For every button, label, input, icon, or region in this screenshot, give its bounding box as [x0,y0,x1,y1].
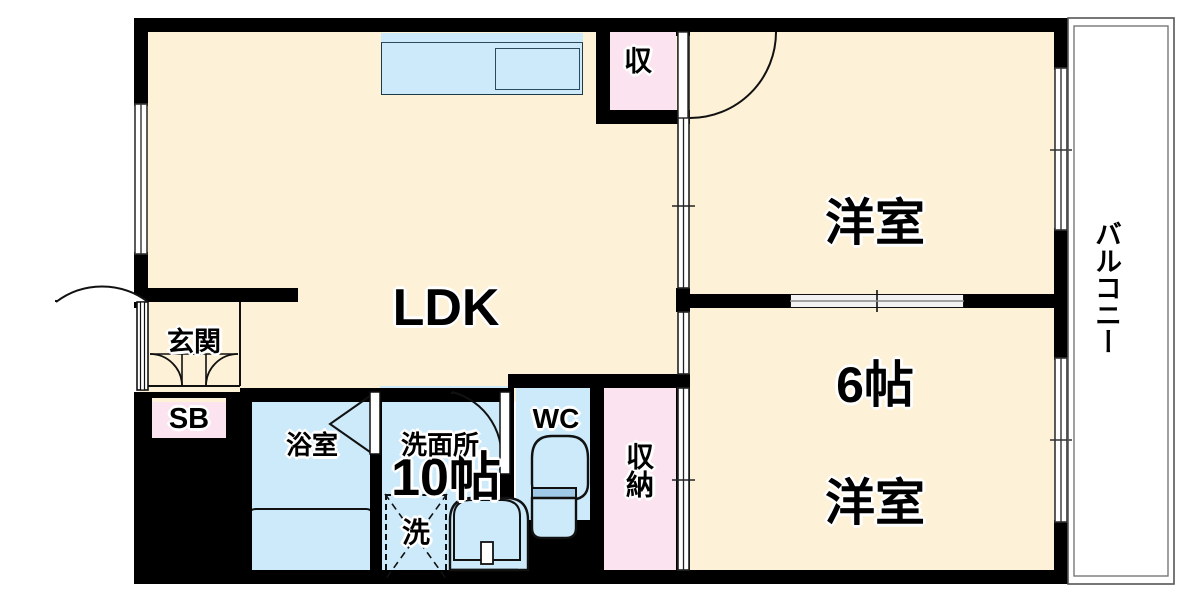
closet-bottom-fill [604,386,676,582]
shoebox-fill [152,402,226,438]
wall-shoebox-left [134,392,152,442]
wall-closet-top-bottom [596,110,690,124]
wall-closet-bottom-right [676,374,690,584]
wall-genkan-top [134,288,298,302]
wall-exterior-right-upper [1054,18,1068,70]
wall-shoebox-right [226,392,244,442]
label-ldk: LDK 10帖 [336,172,556,603]
wall-ldk-bedroom-upper [676,18,690,36]
kitchen-sink [495,48,580,90]
label-genkan: 玄関 [167,327,221,357]
label-shoebox: SB [168,403,210,435]
label-bedroom-bottom-name: 洋室 [825,475,925,531]
label-closet-bottom: 収納 [623,442,654,498]
wall-exterior-left-upper [134,18,148,106]
label-bedroom-top-name: 洋室 [825,195,925,251]
wall-bath-left [240,388,252,584]
wall-exterior-right-lower [1054,520,1068,584]
wall-block-lower-left [134,438,244,584]
label-ldk-name: LDK [392,279,500,338]
room-fill-bedroom-bottom [676,296,1064,582]
label-balcony: バルコニー [1091,220,1121,355]
label-bedroom-top: 洋室 6帖 [770,92,980,516]
label-bath: 浴室 [285,430,338,460]
wall-shoebox-top [134,392,244,398]
label-ldk-size: 10帖 [391,448,501,507]
kitchen-counter-backsplash [381,33,583,43]
label-washroom: 洗面所 [400,430,479,460]
label-bedroom-top-size: 6帖 [836,356,914,413]
label-wc: WC [532,403,580,434]
label-closet-top: 収 [621,46,652,74]
closet-top-fill [604,24,676,120]
label-laundry: 洗 [401,517,430,548]
label-bedroom-bottom: 洋室 6帖 [770,372,980,603]
wall-closet-top-left [596,18,610,122]
